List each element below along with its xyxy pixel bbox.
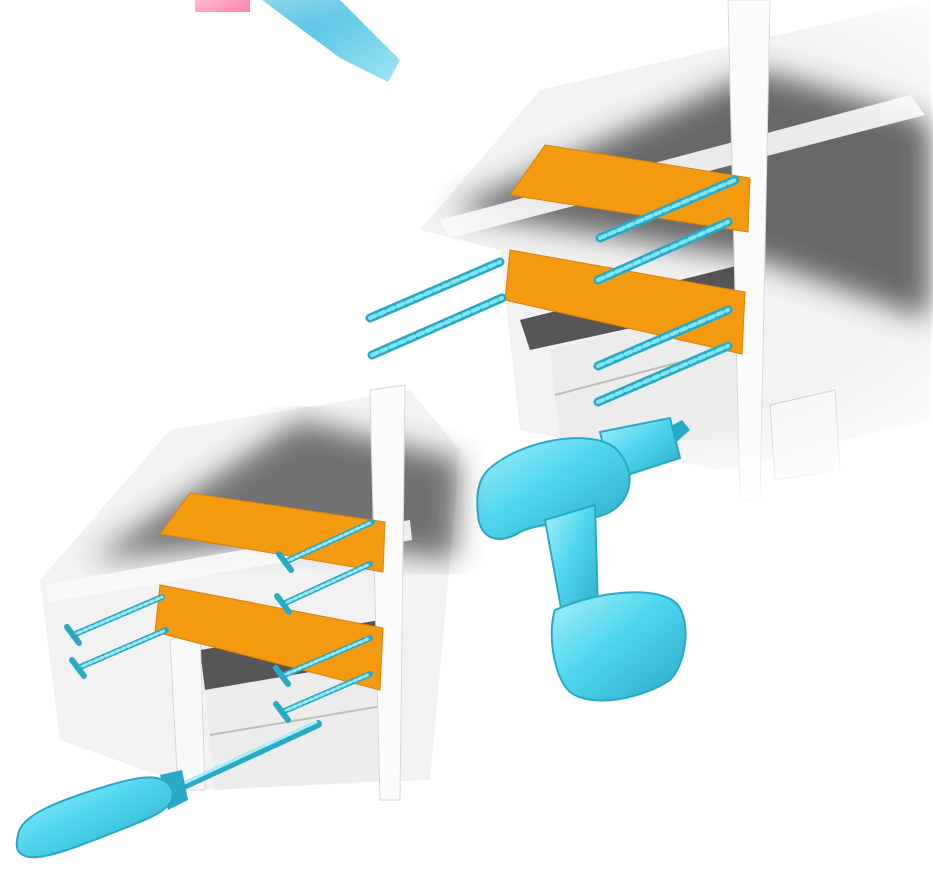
drill-icon	[477, 418, 690, 701]
wall-scene	[0, 0, 933, 520]
